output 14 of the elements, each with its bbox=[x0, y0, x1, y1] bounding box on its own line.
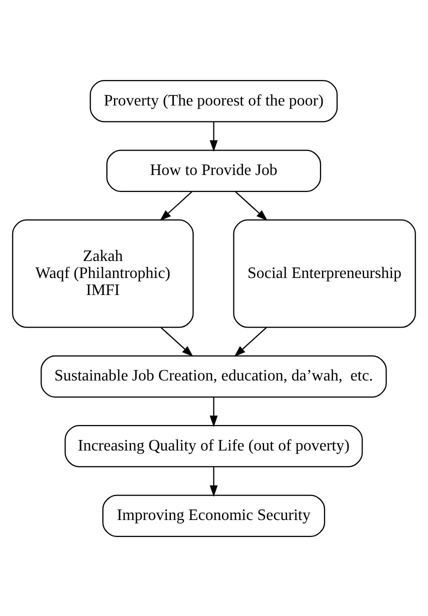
node-box: Proverty (The poorest of the poor) bbox=[90, 80, 338, 122]
node-box: How to Provide Job bbox=[106, 149, 322, 192]
arrow bbox=[235, 190, 268, 220]
node-box: Social Enterpreneurship bbox=[233, 218, 416, 328]
arrow bbox=[160, 190, 192, 220]
node-box: Zakah Waqf (Philantrophic) IMFI bbox=[12, 218, 194, 328]
arrow bbox=[160, 326, 194, 356]
arrow bbox=[210, 396, 218, 427]
arrow bbox=[210, 466, 218, 496]
arrow bbox=[234, 326, 267, 356]
node-box: Sustainable Job Creation, education, da’wah, etc. bbox=[40, 354, 387, 398]
node-box: Increasing Quality of Life (out of poverty) bbox=[64, 424, 363, 467]
node-box: Improving Economic Security bbox=[102, 494, 326, 536]
arrow bbox=[210, 121, 218, 152]
